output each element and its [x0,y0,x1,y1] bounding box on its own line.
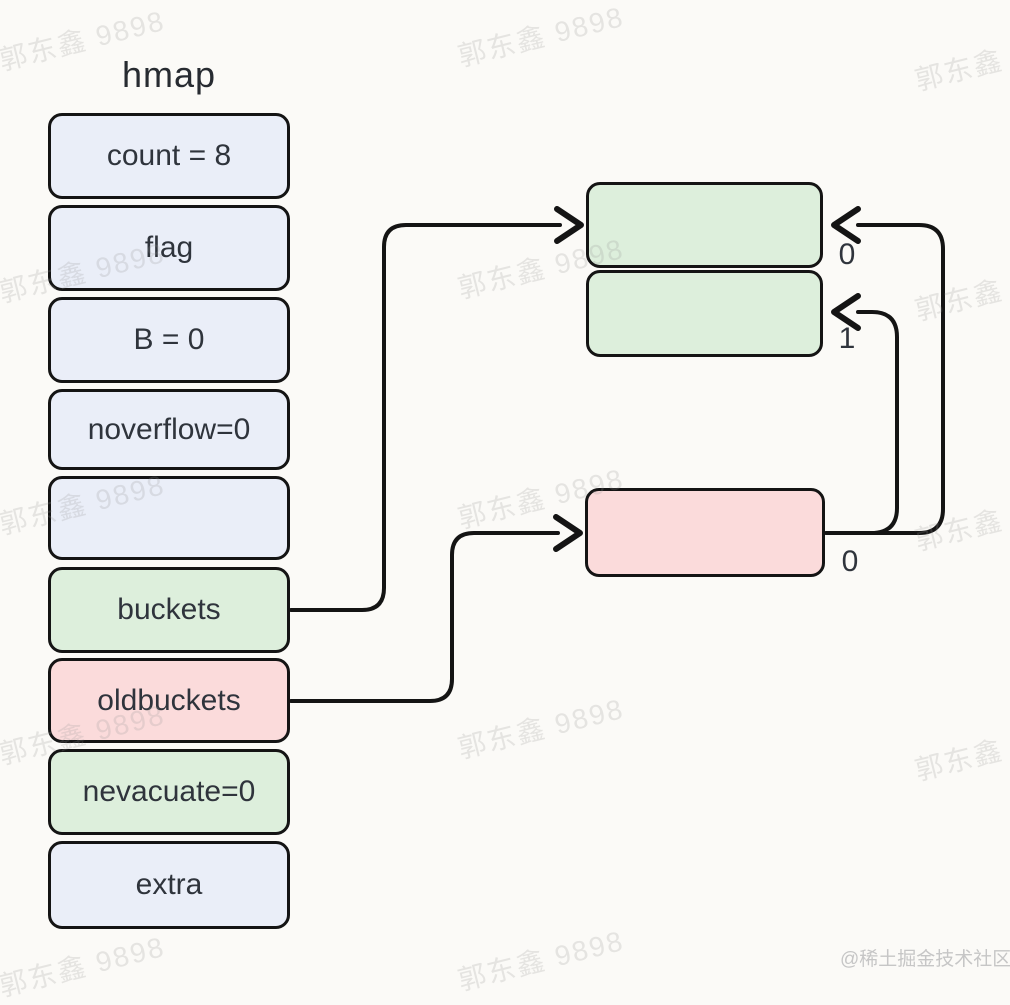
hmap-field-buckets: buckets [48,567,290,653]
hmap-field-empty [48,476,290,560]
hmap-field-extra: extra [48,841,290,929]
hmap-field-count: count = 8 [48,113,290,199]
watermark: 郭东鑫 9898 [911,485,1010,557]
hmap-field-oldbuckets: oldbuckets [48,658,290,743]
watermark: 郭东鑫 9898 [454,924,628,997]
field-label: B = 0 [133,323,205,356]
field-label: extra [135,868,203,901]
field-label: buckets [117,593,221,626]
watermark: 郭东鑫 9898 [911,715,1010,787]
hmap-field-b: B = 0 [48,297,290,383]
diagram-title: hmap [121,54,217,95]
watermark: 郭东鑫 9898 [0,930,169,1003]
old-bucket-0-index: 0 [841,545,859,578]
edge-buckets-to-new0 [289,223,562,612]
field-label: noverflow=0 [87,412,251,446]
watermark: 郭东鑫 9898 [911,255,1010,327]
edge-old0-to-new1 [856,310,899,535]
hmap-field-nevacuate: nevacuate=0 [48,749,290,835]
new-bucket-0 [586,182,823,268]
old-bucket-0 [585,488,825,577]
hmap-field-noverflow: noverflow=0 [48,389,290,470]
arrowhead-right-old0 [553,514,583,552]
field-label: oldbuckets [97,683,241,717]
watermark: 郭东鑫 9898 [454,692,628,765]
new-bucket-1-index: 1 [838,322,856,355]
watermark: 郭东鑫 9898 [454,0,628,73]
field-label: count = 8 [106,139,232,172]
arrowhead-left-new0 [831,206,861,244]
community-credit: @稀土掘金技术社区 [840,949,1010,970]
field-label: nevacuate=0 [82,775,256,808]
field-label: flag [144,231,194,264]
watermark: 郭东鑫 9898 [911,25,1010,97]
arrowhead-right-new0 [554,206,584,244]
new-bucket-0-index: 0 [838,238,856,271]
new-bucket-1 [586,270,823,357]
edge-oldbuckets-to-old0 [289,531,560,703]
hmap-field-flag: flag [48,205,290,291]
